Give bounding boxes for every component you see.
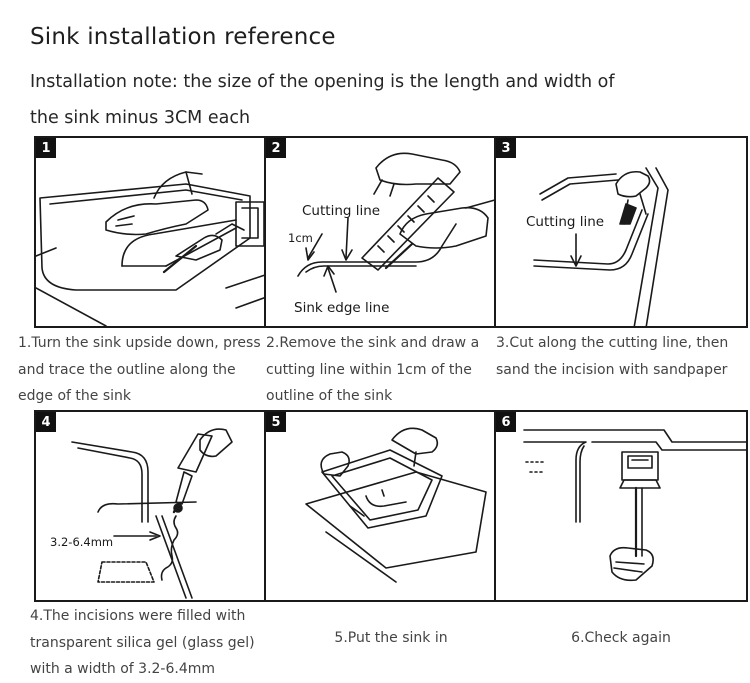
step-2-caption-line-2: cutting line within 1cm of the (266, 361, 472, 378)
step-4-caption-line-3: with a width of 3.2-6.4mm (30, 661, 216, 677)
step-2-badge: 2 (266, 138, 286, 158)
step-1-illustration (36, 171, 286, 326)
step-4-panel: 4 3.2-6.4mm (34, 410, 288, 602)
step-1-badge: 1 (36, 138, 56, 158)
page-title: Sink installation reference (30, 24, 336, 50)
step-2-label-sink-edge-line: Sink edge line (294, 300, 389, 316)
step-1-panel: 1 (34, 136, 288, 328)
step-2-caption-line-3: outline of the sink (266, 388, 393, 404)
step-2-panel: 2 Cutting line 1cm Sink edge line (264, 136, 518, 328)
step-4-caption: 4.The incisions were filled with transpa… (30, 603, 264, 683)
installation-note-line-1: Installation note: the size of the openi… (30, 72, 615, 92)
step-4-caption-line-1: 4.The incisions were filled with (30, 608, 246, 624)
step-4-illustration: 3.2-6.4mm (50, 428, 233, 599)
step-2-label-1cm: 1cm (288, 231, 313, 245)
step-5-caption-line-1: 5.Put the sink in (334, 630, 448, 646)
step-5-caption: 5.Put the sink in (264, 625, 518, 652)
step-5-illustration (305, 427, 487, 583)
step-5-panel: 5 (264, 410, 518, 602)
step-1-caption-line-3: edge of the sink (18, 388, 131, 404)
step-4-caption-line-2: transparent silica gel (glass gel) (30, 634, 255, 651)
step-3-caption-line-2: sand the incision with sandpaper (496, 361, 728, 378)
step-6-panel: 6 (494, 410, 748, 602)
step-4-badge: 4 (36, 412, 56, 432)
step-6-caption: 6.Check again (494, 625, 748, 652)
step-2-caption: 2.Remove the sink and draw a cutting lin… (266, 330, 496, 410)
step-3-caption-line-1: 3.Cut along the cutting line, then (496, 335, 729, 351)
step-3-label-cutting-line: Cutting line (526, 214, 604, 230)
step-4-label-width: 3.2-6.4mm (50, 535, 113, 549)
step-3-illustration: Cutting line (526, 167, 669, 326)
step-6-badge: 6 (496, 412, 516, 432)
step-2-illustration: Cutting line 1cm Sink edge line (288, 152, 503, 316)
step-5-badge: 5 (266, 412, 286, 432)
step-3-panel: 3 Cutting line (494, 136, 748, 328)
step-2-caption-line-1: 2.Remove the sink and draw a (266, 335, 480, 351)
step-6-caption-line-1: 6.Check again (571, 630, 671, 646)
installation-note-line-2: the sink minus 3CM each (30, 108, 251, 128)
step-1-caption-line-1: 1.Turn the sink upside down, press (18, 335, 261, 351)
step-6-illustration (523, 429, 746, 582)
step-3-badge: 3 (496, 138, 516, 158)
step-3-caption: 3.Cut along the cutting line, then sand … (496, 330, 746, 383)
step-1-caption: 1.Turn the sink upside down, press and t… (18, 330, 264, 410)
step-2-label-cutting-line: Cutting line (302, 203, 380, 219)
step-1-caption-line-2: and trace the outline along the (18, 361, 236, 378)
